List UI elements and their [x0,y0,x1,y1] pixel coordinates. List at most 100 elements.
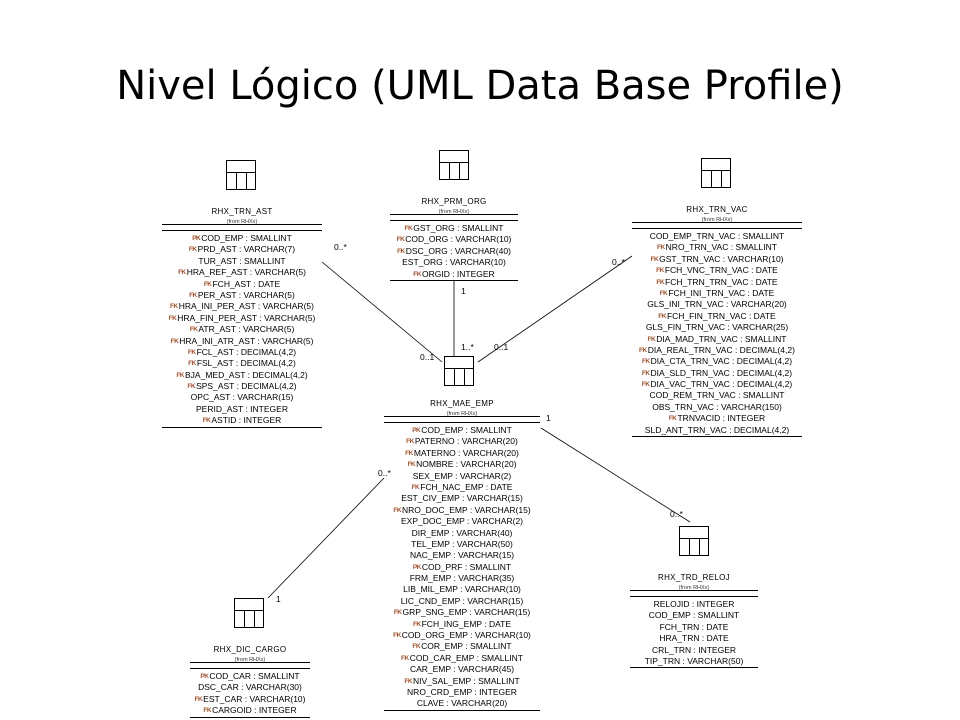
column-row: OBS_TRN_VAC : VARCHAR(150) [632,402,802,413]
column-text: TUR_AST : SMALLINT [198,255,286,266]
multiplicity-org-end: 1 [461,286,466,296]
multiplicity-cargo-end: 1 [276,594,281,604]
column-text: ATR_AST : VARCHAR(5) [198,324,295,335]
assoc-line-dic-cargo [267,477,385,599]
foreign-key-icon: FK [647,335,656,343]
column-text: SEX_EMP : VARCHAR(2) [412,470,512,481]
column-text: GST_ORG : SMALLINT [413,223,504,233]
column-text: DIA_SLD_TRN_VAC : DECIMAL(4,2) [650,367,793,378]
column-text: BJA_MED_AST : DECIMAL(4,2) [185,369,308,380]
table-icon [444,356,474,386]
foreign-key-icon: FK [641,358,650,366]
column-text: CAR_EMP : VARCHAR(45) [409,664,515,675]
column-text: CARGOID : INTEGER [212,705,297,716]
column-row: CAR_EMP : VARCHAR(45) [384,664,540,675]
foreign-key-icon: FK [397,247,405,255]
column-text: GST_TRN_VAC : VARCHAR(10) [659,253,784,264]
column-row: TEL_EMP : VARCHAR(50) [384,539,540,550]
column-row: TIP_TRN : VARCHAR(50) [630,656,758,667]
primary-key-icon: PK [412,427,421,434]
column-row: FRM_EMP : VARCHAR(35) [384,573,540,584]
column-row: OPC_AST : VARCHAR(15) [162,392,322,403]
multiplicity-emp-reloj-end: 1 [546,413,551,423]
column-text: FCH_INI_TRN_VAC : DATE [668,287,775,298]
primary-key-icon: PK [200,673,209,680]
column-text: PER_AST : VARCHAR(5) [197,289,295,300]
column-row: LIC_CND_EMP : VARCHAR(15) [384,596,540,607]
column-text: CLAVE : VARCHAR(20) [416,698,508,709]
foreign-key-icon: FK [658,312,666,320]
column-text: FCH_ING_EMP : DATE [421,618,512,629]
column-text: NRO_TRN_VAC : SMALLINT [665,242,777,253]
column-text: HRA_FIN_PER_AST : VARCHAR(5) [177,312,316,323]
multiplicity-reloj-end: 0..* [670,509,683,519]
foreign-key-icon: FK [203,280,212,288]
foreign-key-icon: FK [404,225,413,232]
column-text: FCH_VNC_TRN_VAC : DATE [664,265,778,276]
foreign-key-icon: FK [401,654,409,662]
foreign-key-icon: FK [393,632,401,640]
column-text: PATERNO : VARCHAR(20) [414,436,518,447]
column-text: CRL_TRN : INTEGER [651,644,737,655]
foreign-key-icon: FK [668,415,677,423]
column-text: COD_REM_TRN_VAC : SMALLINT [649,390,785,401]
column-text: DIA_REAL_TRN_VAC : DECIMAL(4,2) [647,344,795,355]
column-text: LIC_CND_EMP : VARCHAR(15) [400,595,524,606]
column-text: NRO_DOC_EMP : VARCHAR(15) [402,504,531,515]
column-row: COD_EMP_TRN_VAC : SMALLINT [632,231,802,242]
column-row: COD_REM_TRN_VAC : SMALLINT [632,390,802,401]
foreign-key-icon: FK [404,677,413,685]
column-text: COD_EMP : SMALLINT [201,233,292,243]
entity-name: RHX_MAE_EMP [430,399,494,408]
column-text: EST_CAR : VARCHAR(10) [203,693,306,704]
foreign-key-icon: FK [393,506,402,514]
foreign-key-icon: FK [168,314,177,322]
column-text: GLS_FIN_TRN_VAC : VARCHAR(25) [645,322,789,333]
entity-name: RHX_TRN_AST [211,207,273,216]
entity-name: RHX_PRM_ORG [421,197,487,206]
column-text: COD_ORG_EMP : VARCHAR(10) [401,630,531,641]
column-row: GLS_FIN_TRN_VAC : VARCHAR(25) [632,322,802,333]
column-text: OPC_AST : VARCHAR(15) [190,392,294,403]
column-text: PRD_AST : VARCHAR(7) [197,244,296,255]
column-row: SLD_ANT_TRN_VAC : DECIMAL(4,2) [632,425,802,436]
foreign-key-icon: FK [178,269,186,277]
column-text: LIB_MIL_EMP : VARCHAR(10) [403,584,521,595]
column-row: LIB_MIL_EMP : VARCHAR(10) [384,584,540,595]
foreign-key-icon: FK [189,326,198,334]
primary-key-icon: PK [412,563,422,571]
foreign-key-icon: FK [641,381,650,389]
column-row: GLS_INI_TRN_VAC : VARCHAR(20) [632,299,802,310]
entity-stereotype: {from RHXx} [226,219,258,225]
foreign-key-icon: FK [659,289,668,297]
primary-key-icon: PK [192,235,201,242]
column-text: FRM_EMP : VARCHAR(35) [409,573,515,584]
column-row: PERID_AST : INTEGER [162,404,322,415]
column-row: DIR_EMP : VARCHAR(40) [384,528,540,539]
column-text: RELOJID : INTEGER [653,599,735,609]
column-text: TEL_EMP : VARCHAR(50) [411,538,513,549]
